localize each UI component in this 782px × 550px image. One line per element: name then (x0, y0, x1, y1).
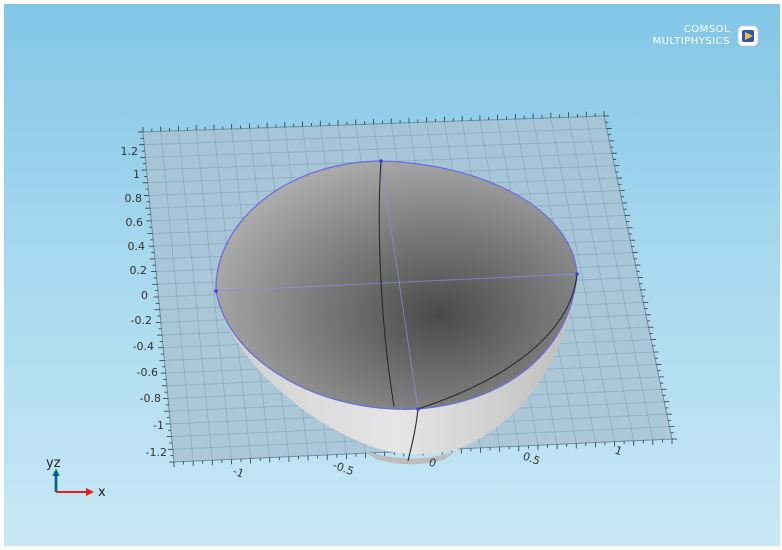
y-tick-label: -0.8 (140, 392, 161, 405)
grid-line (568, 117, 635, 441)
meridian-edge-right (417, 273, 578, 410)
y-tick-label: 1 (133, 168, 140, 181)
grid-line (550, 117, 615, 442)
x-tick-label: 1 (613, 444, 624, 459)
y-tick-label: -1 (153, 419, 164, 432)
grid-line (144, 128, 607, 146)
rim-cross-edge-vertical (380, 160, 419, 410)
rim-cross-edge-horizontal (215, 273, 578, 292)
y-tick-label: -1.2 (146, 446, 167, 459)
comsol-logo-icon (737, 25, 759, 47)
y-tick-label: -0.4 (133, 340, 154, 353)
grid-line (178, 130, 213, 461)
geometry-scene[interactable]: 1.2 1 0.8 0.6 0.4 0.2 0 -0.2 -0.4 -0.6 -… (4, 4, 780, 546)
y-tick-label: 0.2 (130, 264, 148, 277)
x-tick-label: -0.5 (331, 459, 356, 479)
x-tick-label: 0 (427, 456, 438, 471)
x-tick-label: -1 (231, 465, 246, 481)
y-tick-label: -0.6 (137, 366, 158, 379)
y-tick-label: 0 (141, 289, 148, 302)
y-tick-label: 1.2 (121, 145, 139, 158)
axis-triad: yz x (46, 456, 106, 500)
y-axis-tick-labels: 1.2 1 0.8 0.6 0.4 0.2 0 -0.2 -0.4 -0.6 -… (121, 145, 168, 459)
grid-line (145, 140, 610, 158)
y-tick-label: 0.8 (125, 192, 143, 205)
y-tick-label: 0.6 (126, 216, 144, 229)
comsol-logo: COMSOL MULTIPHYSICS (653, 24, 759, 47)
graphics-viewport[interactable]: 1.2 1 0.8 0.6 0.4 0.2 0 -0.2 -0.4 -0.6 -… (4, 4, 780, 546)
bowl-bottom-cap (364, 451, 456, 465)
grid-line (160, 131, 194, 462)
rim-vertices (214, 159, 579, 411)
plane-tick-marks (138, 111, 677, 467)
y-tick-label: 0.4 (128, 240, 146, 253)
meridian-edge-front (407, 408, 419, 462)
triad-label-x: x (98, 485, 106, 500)
y-tick-label: -0.2 (131, 314, 152, 327)
x-tick-label: 0.5 (521, 450, 542, 468)
logo-text-comsol: COMSOL (684, 24, 730, 35)
bowl-inner-surface (215, 161, 578, 410)
grid-line (195, 130, 232, 460)
logo-text-multiphysics: MULTIPHYSICS (653, 36, 730, 47)
meridian-edge-inner (378, 160, 395, 407)
triad-label-yz: yz (46, 456, 61, 471)
grid-line (585, 116, 654, 440)
